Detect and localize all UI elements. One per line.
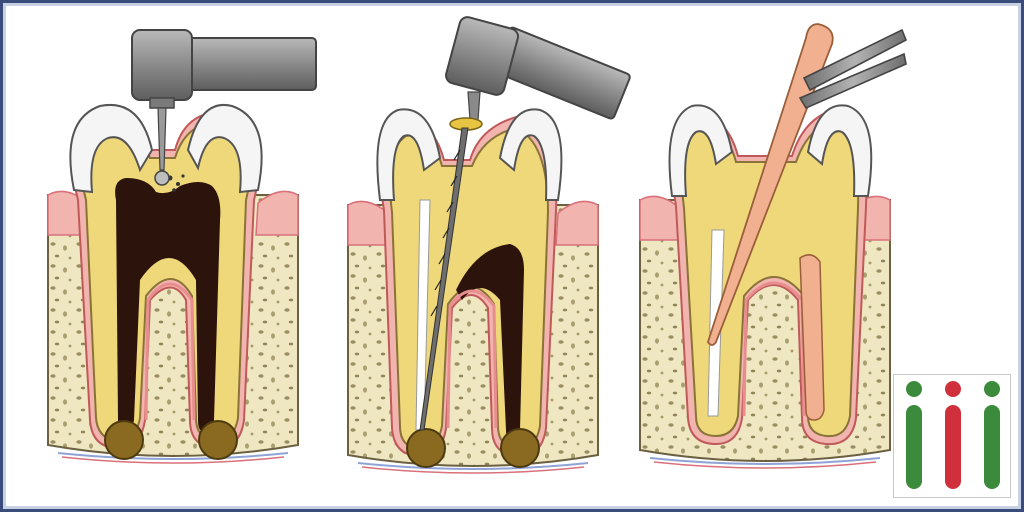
tooth-stage-3 (668, 104, 873, 446)
infected-pulp (456, 244, 524, 440)
abscess-right (198, 420, 238, 460)
enamel-left (668, 104, 734, 197)
gutta-percha-cone-icon (707, 23, 834, 346)
tweezers-icon (798, 28, 908, 110)
abscess-left (406, 428, 446, 468)
endodontic-file-icon (419, 16, 631, 431)
enamel-left (69, 104, 154, 194)
tooth-stage-2 (376, 108, 563, 468)
abscess-right (500, 428, 540, 468)
tooth-stage-1 (69, 103, 263, 460)
abscess-left (104, 420, 144, 460)
enamel-right (186, 103, 263, 194)
gutta-percha-filling (799, 254, 825, 421)
enamel-right (498, 108, 563, 201)
drill-icon (131, 29, 317, 186)
ili-logo-box (893, 374, 1011, 498)
enamel-right (806, 104, 873, 197)
ili-logo-icon (906, 381, 1000, 489)
enamel-left (376, 108, 442, 201)
infected-pulp (115, 178, 221, 432)
